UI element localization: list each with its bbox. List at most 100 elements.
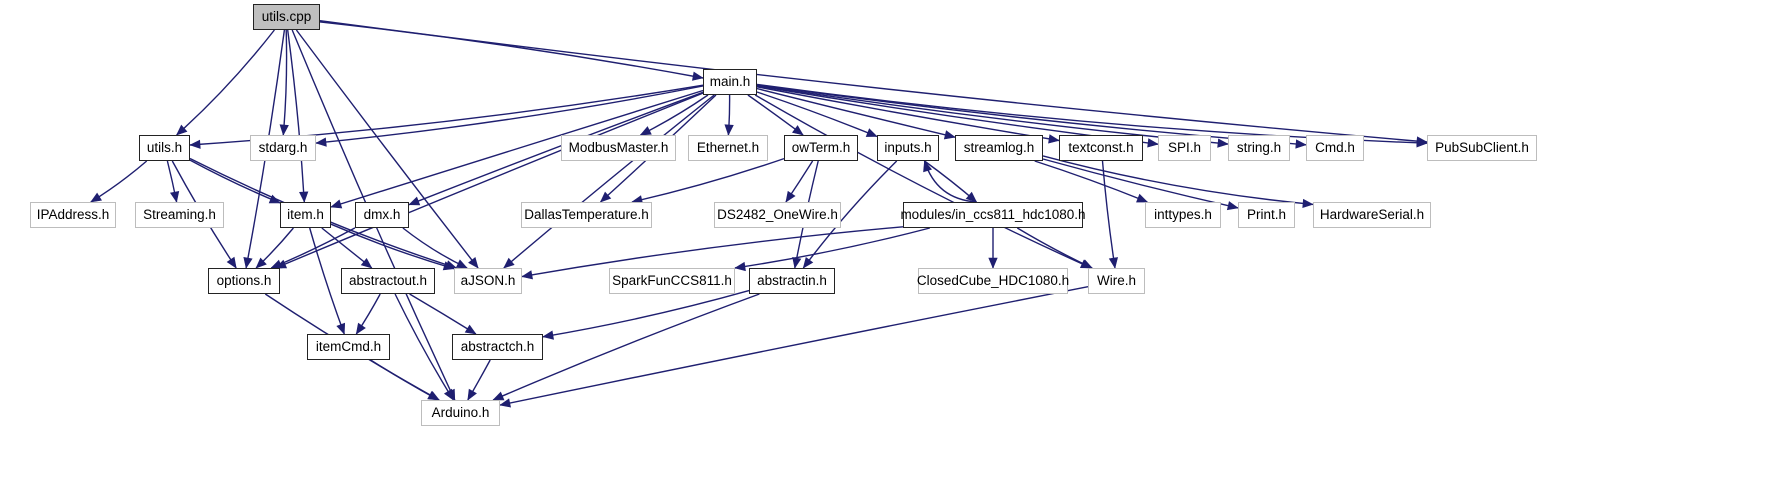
graph-edge-abstractin-h-to-abstractch-h	[542, 289, 750, 338]
graph-node-stdarg-h[interactable]: stdarg.h	[250, 135, 316, 161]
graph-node-label: inputs.h	[884, 140, 932, 156]
graph-edge-utils-cpp-to-item-h	[287, 29, 305, 203]
graph-node-abstractch-h[interactable]: abstractch.h	[452, 334, 543, 360]
graph-node-label: DallasTemperature.h	[524, 207, 649, 223]
graph-edge-arrowhead	[90, 192, 102, 203]
graph-node-ajson-h[interactable]: aJSON.h	[454, 268, 522, 294]
graph-edge-arrowhead	[467, 388, 477, 401]
graph-node-label: utils.h	[146, 140, 183, 156]
graph-node-pubsubclient-h[interactable]: PubSubClient.h	[1427, 135, 1537, 161]
graph-edge-textconst-h-to-wire-h	[1101, 160, 1116, 269]
graph-node-label: abstractout.h	[348, 273, 428, 289]
graph-node-cmd-h[interactable]: Cmd.h	[1306, 135, 1364, 161]
graph-edge-arrowhead	[336, 322, 346, 335]
graph-node-string-h[interactable]: string.h	[1228, 135, 1290, 161]
graph-edge-streamlog-h-to-hardwareserial-h	[1042, 155, 1314, 206]
graph-node-streamlog-h[interactable]: streamlog.h	[955, 135, 1043, 161]
graph-node-inputs-h[interactable]: inputs.h	[877, 135, 939, 161]
graph-node-dmx-h[interactable]: dmx.h	[355, 202, 409, 228]
graph-node-streaming-h[interactable]: Streaming.h	[135, 202, 224, 228]
graph-node-label: aJSON.h	[460, 273, 516, 289]
graph-node-ethernet-h[interactable]: Ethernet.h	[688, 135, 768, 161]
graph-edge-arrowhead	[1147, 138, 1159, 148]
graph-edge-arrowhead	[443, 388, 454, 401]
graph-edge-utils-cpp-to-main-h	[319, 21, 704, 79]
graph-edge-utils-h-to-item-h	[189, 159, 281, 204]
graph-node-label: PubSubClient.h	[1435, 140, 1529, 156]
graph-node-dallastemp-h[interactable]: DallasTemperature.h	[521, 202, 652, 228]
graph-node-label: dmx.h	[363, 207, 401, 223]
graph-edge-arrowhead	[943, 130, 956, 140]
graph-edge-main-h-to-item-h	[330, 89, 704, 208]
graph-edge-arrowhead	[1217, 138, 1229, 148]
graph-edge-streamlog-h-to-inttypes-h	[1034, 160, 1148, 203]
graph-edge-arrowhead	[315, 137, 327, 147]
graph-edge-main-h-to-modbusmaster-h	[640, 94, 709, 136]
graph-edge-arrowhead	[455, 259, 468, 269]
graph-node-label: abstractin.h	[757, 273, 827, 289]
graph-node-utils-h[interactable]: utils.h	[139, 135, 190, 161]
graph-node-ipaddress-h[interactable]: IPAddress.h	[30, 202, 116, 228]
graph-node-options-h[interactable]: options.h	[208, 268, 280, 294]
graph-node-label: Wire.h	[1096, 273, 1136, 289]
graph-edge-main-h-to-ajson-h	[503, 94, 715, 269]
graph-node-main-h[interactable]: main.h	[703, 69, 757, 95]
graph-edge-dmx-h-to-options-h	[270, 227, 356, 269]
graph-edge-utils-cpp-to-utils-h	[176, 29, 275, 136]
graph-edge-arrowhead	[360, 257, 373, 269]
graph-node-modbusmaster-h[interactable]: ModbusMaster.h	[561, 135, 676, 161]
graph-node-label: Ethernet.h	[696, 140, 760, 156]
graph-node-owterm-h[interactable]: owTerm.h	[784, 135, 858, 161]
graph-node-item-h[interactable]: item.h	[280, 202, 331, 228]
graph-node-utils-cpp[interactable]: utils.cpp	[253, 4, 320, 30]
graph-edge-arrowhead	[988, 257, 998, 269]
graph-edge-modules-ccs-h-to-sparkfunccs-h	[734, 227, 930, 269]
graph-node-sparkfunccs-h[interactable]: SparkFunCCS811.h	[609, 268, 735, 294]
graph-edge-arrowhead	[279, 124, 289, 136]
graph-node-label: Cmd.h	[1315, 140, 1355, 156]
graph-edge-arrowhead	[499, 398, 511, 408]
graph-edge-abstractin-h-to-arduino-h	[492, 293, 760, 401]
graph-edge-arrowhead	[427, 390, 440, 401]
graph-edge-arrowhead	[1295, 139, 1307, 149]
graph-edge-item-h-to-ajson-h	[330, 223, 455, 270]
graph-edge-arrowhead	[176, 124, 188, 136]
graph-node-label: abstractch.h	[460, 339, 535, 355]
graph-node-label: streamlog.h	[963, 140, 1035, 156]
graph-edge-owterm-h-to-dallastemp-h	[631, 157, 785, 203]
graph-edge-arrowhead	[692, 71, 704, 81]
graph-node-label: SparkFunCCS811.h	[612, 273, 732, 289]
graph-node-textconst-h[interactable]: textconst.h	[1059, 135, 1143, 161]
graph-node-label: Print.h	[1246, 207, 1287, 223]
graph-edge-main-h-to-textconst-h	[756, 86, 1060, 142]
graph-edge-arrowhead	[1080, 259, 1093, 269]
graph-edge-dmx-h-to-ajson-h	[402, 227, 468, 269]
graph-node-label: options.h	[216, 273, 272, 289]
graph-node-spi-h[interactable]: SPI.h	[1158, 135, 1211, 161]
graph-edge-arrowhead	[599, 191, 612, 203]
graph-node-abstractout-h[interactable]: abstractout.h	[341, 268, 435, 294]
graph-edge-utils-cpp-to-ajson-h	[295, 29, 479, 269]
graph-edge-modules-ccs-h-to-wire-h	[1016, 227, 1093, 269]
graph-node-modules-ccs-h[interactable]: modules/in_ccs811_hdc1080.h	[900, 202, 1086, 228]
graph-node-ds2482-h[interactable]: DS2482_OneWire.h	[714, 202, 841, 228]
graph-edge-arrowhead	[330, 199, 343, 209]
graph-node-label: owTerm.h	[791, 140, 851, 156]
graph-node-closedcube-h[interactable]: ClosedCube_HDC1080.h	[917, 268, 1069, 294]
graph-node-label: inttypes.h	[1154, 207, 1212, 223]
graph-edge-arrowhead	[270, 259, 283, 269]
graph-node-arduino-h[interactable]: Arduino.h	[421, 400, 500, 426]
graph-node-itemcmd-h[interactable]: itemCmd.h	[307, 334, 390, 360]
graph-node-label: DS2482_OneWire.h	[717, 207, 838, 223]
graph-node-abstractin-h[interactable]: abstractin.h	[749, 268, 835, 294]
graph-edge-arrowhead	[492, 391, 505, 401]
graph-edge-arrowhead	[169, 191, 180, 203]
graph-node-print-h[interactable]: Print.h	[1238, 202, 1295, 228]
graph-node-hardwareserial-h[interactable]: HardwareSerial.h	[1313, 202, 1431, 228]
graph-node-inttypes-h[interactable]: inttypes.h	[1145, 202, 1221, 228]
graph-node-wire-h[interactable]: Wire.h	[1088, 268, 1145, 294]
graph-edge-arrowhead	[243, 257, 253, 269]
graph-node-label: itemCmd.h	[315, 339, 382, 355]
